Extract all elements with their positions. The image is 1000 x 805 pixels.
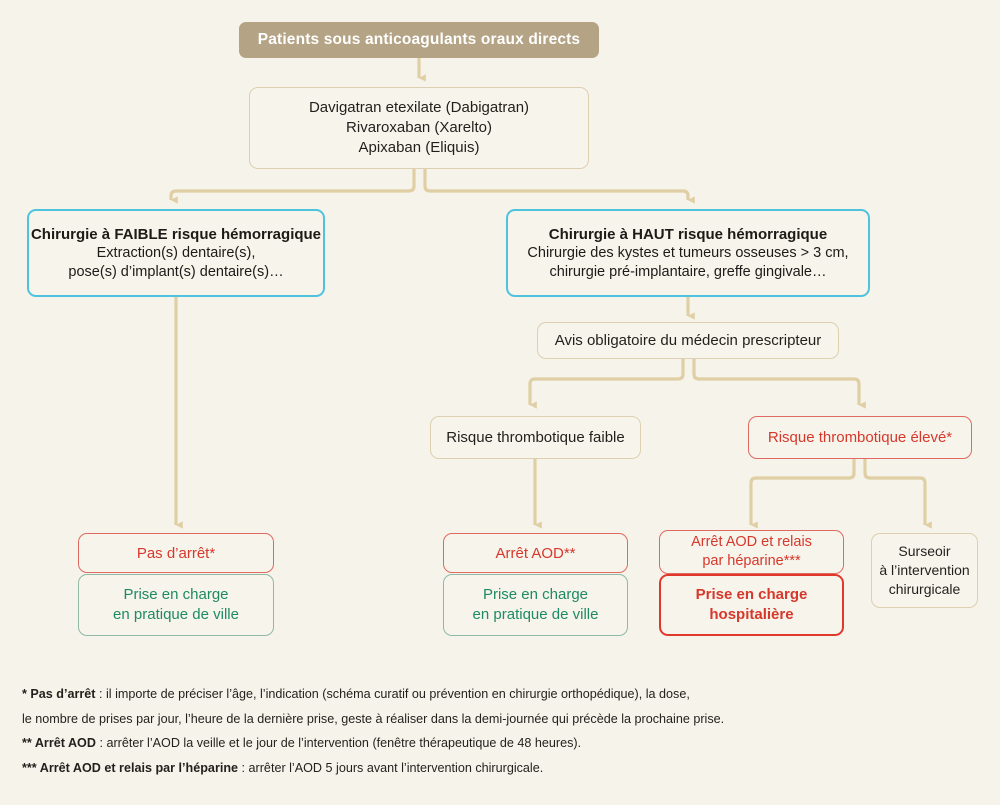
connector-drugs-split-right [423, 169, 695, 204]
thrombotic-low-label: Risque thrombotique faible [446, 429, 625, 446]
node-stop-aod: Arrêt AOD** [443, 533, 628, 573]
stop-aod-heparin-line-1: Arrêt AOD et relais [691, 534, 812, 550]
footnote-3: *** Arrêt AOD et relais par l’héparine :… [22, 756, 977, 781]
postpone-line-3: chirurgicale [888, 581, 961, 597]
connector-drugs-split-left [169, 169, 416, 204]
footnote-1-line-2: le nombre de prises par jour, l’heure de… [22, 711, 725, 726]
postpone-line-1: Surseoir [898, 543, 951, 559]
prescriber-advice-label: Avis obligatoire du médecin prescripteur [554, 332, 822, 349]
drug-line-3: Apixaban (Eliquis) [358, 139, 480, 156]
node-stop-aod-care: Prise en charge en pratique de ville [443, 574, 628, 636]
connector-thrombohigh-split-left [749, 459, 856, 529]
drug-line-2: Rivaroxaban (Xarelto) [346, 119, 492, 136]
footnote-1-line-1: * Pas d’arrêt : il importe de préciser l… [22, 682, 977, 707]
high-risk-title: Chirurgie à HAUT risque hémorragique [548, 225, 828, 243]
connector-advice-split-right [692, 359, 866, 409]
node-no-stop-care: Prise en charge en pratique de ville [78, 574, 274, 636]
stop-aod-care-line-2: en pratique de ville [472, 606, 599, 623]
footnote-2-text: : arrêter l’AOD la veille et le jour de … [95, 736, 582, 750]
node-high-risk-surgery: Chirurgie à HAUT risque hémorragique Chi… [506, 209, 870, 297]
footnote-2: ** Arrêt AOD : arrêter l’AOD la veille e… [22, 731, 977, 756]
footnote-3-text: : arrêter l’AOD 5 jours avant l’interven… [238, 760, 544, 775]
node-thrombotic-high: Risque thrombotique élevé* [748, 416, 972, 459]
no-stop-care-line-2: en pratique de ville [113, 606, 239, 623]
node-header-patients: Patients sous anticoagulants oraux direc… [239, 22, 599, 58]
stop-aod-heparin-line-2: par héparine*** [702, 553, 801, 569]
no-stop-care-line-1: Prise en charge [123, 586, 229, 603]
node-low-risk-surgery: Chirurgie à FAIBLE risque hémorragique E… [27, 209, 325, 297]
low-risk-title: Chirurgie à FAIBLE risque hémorragique [30, 225, 322, 243]
footnotes-block: * Pas d’arrêt : il importe de préciser l… [22, 682, 977, 780]
no-stop-label: Pas d’arrêt* [136, 544, 216, 562]
high-risk-line-1: Chirurgie des kystes et tumeurs osseuses… [527, 244, 849, 261]
node-thrombotic-low: Risque thrombotique faible [430, 416, 641, 459]
thrombotic-high-label: Risque thrombotique élevé* [767, 429, 953, 446]
header-label: Patients sous anticoagulants oraux direc… [257, 31, 581, 48]
node-hospital-care: Prise en charge hospitalière [659, 574, 844, 636]
postpone-line-2: à l’intervention [879, 562, 970, 578]
hospital-care-line-1: Prise en charge [695, 586, 808, 603]
drug-line-1: Davigatran etexilate (Dabigatran) [308, 99, 530, 116]
footnote-2-marker: ** Arrêt AOD [22, 736, 96, 750]
high-risk-line-2: chirurgie pré-implantaire, greffe gingiv… [549, 263, 827, 280]
connector-thrombohigh-split-right [863, 459, 932, 529]
connector-advice-split-left [528, 359, 685, 409]
hospital-care-line-2: hospitalière [709, 606, 794, 623]
stop-aod-label: Arrêt AOD** [495, 544, 576, 562]
low-risk-line-1: Extraction(s) dentaire(s), [96, 244, 256, 261]
low-risk-line-2: pose(s) d’implant(s) dentaire(s)… [68, 263, 284, 280]
footnote-1-text-1: : il importe de préciser l’âge, l’indica… [95, 687, 690, 701]
node-postpone-surgery: Surseoir à l’intervention chirurgicale [871, 533, 978, 608]
node-stop-aod-heparin: Arrêt AOD et relais par héparine*** [659, 530, 844, 574]
footnote-3-marker: *** Arrêt AOD et relais par l’héparine [22, 760, 239, 775]
footnote-1-marker: * Pas d’arrêt [22, 687, 96, 701]
stop-aod-care-line-1: Prise en charge [482, 586, 589, 603]
node-drug-list: Davigatran etexilate (Dabigatran) Rivaro… [249, 87, 589, 169]
node-prescriber-advice: Avis obligatoire du médecin prescripteur [537, 322, 839, 359]
node-no-stop: Pas d’arrêt* [78, 533, 274, 573]
